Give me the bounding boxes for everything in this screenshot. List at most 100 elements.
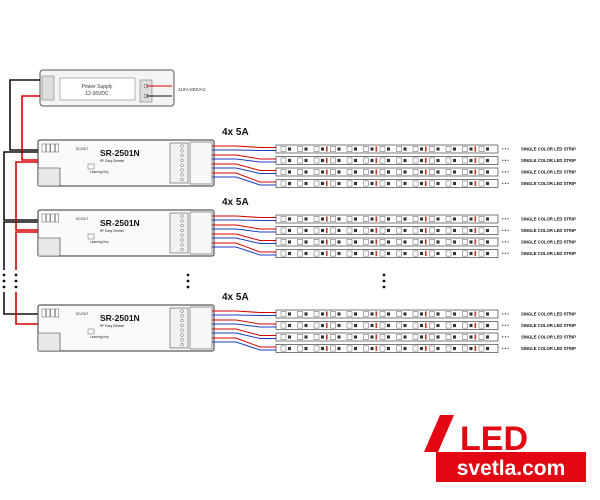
resistor xyxy=(420,251,423,256)
led-chip xyxy=(313,239,320,245)
led-chip xyxy=(412,216,419,222)
led-chip xyxy=(445,180,452,187)
led-chip xyxy=(396,311,402,317)
cut-mark xyxy=(425,157,427,164)
wire-positive xyxy=(212,215,276,218)
wire-negative xyxy=(212,176,276,186)
led-chip xyxy=(363,239,369,245)
led-chip xyxy=(478,146,485,152)
resistor xyxy=(420,158,423,163)
resistor xyxy=(420,323,423,328)
cut-mark xyxy=(474,311,477,317)
strip-label: SINGLE COLOR LED STRIP xyxy=(521,158,576,163)
led-chip xyxy=(330,180,336,187)
resistor xyxy=(453,217,456,221)
input-terminal xyxy=(46,308,51,318)
logo: LED svetla.com xyxy=(424,415,586,482)
resistor xyxy=(486,251,489,256)
resistor xyxy=(436,240,440,244)
led-chip xyxy=(297,334,303,340)
wire-negative xyxy=(212,149,276,151)
resistor xyxy=(304,312,308,316)
resistor xyxy=(337,181,341,186)
resistor xyxy=(370,181,374,186)
learning-key-button xyxy=(87,233,95,240)
controller-subtitle: RF Easy Dimmer xyxy=(100,229,125,233)
led-chip xyxy=(280,180,287,187)
cut-mark xyxy=(474,345,477,352)
resistor xyxy=(337,170,341,174)
led-chip xyxy=(330,322,336,329)
output-terminal xyxy=(180,243,184,247)
resistor xyxy=(436,217,440,221)
resistor xyxy=(354,147,357,151)
controller-model: SR-2501N xyxy=(100,313,140,323)
led-chip xyxy=(330,157,336,164)
resistor xyxy=(304,147,308,151)
output-terminal xyxy=(180,154,184,158)
output-terminal xyxy=(180,158,184,162)
resistor xyxy=(354,323,357,328)
resistor xyxy=(370,312,374,316)
resistor xyxy=(486,170,489,174)
output-connector xyxy=(189,306,213,350)
led-chip xyxy=(462,180,468,187)
led-chip xyxy=(346,322,353,329)
psu-label: Power Supply xyxy=(82,84,113,90)
resistor xyxy=(337,312,341,316)
cut-mark xyxy=(474,157,477,164)
led-chip xyxy=(363,345,369,352)
led-chip xyxy=(478,345,485,352)
resistor xyxy=(321,181,324,186)
led-chip xyxy=(330,345,336,352)
led-chip xyxy=(363,250,369,257)
input-terminal xyxy=(50,143,55,153)
resistor xyxy=(370,170,374,174)
strip-continuation-dots: • • • xyxy=(502,335,509,340)
led-chip xyxy=(462,334,468,340)
psu-voltage: 12-36VDC xyxy=(85,91,109,97)
led-chip xyxy=(429,311,435,317)
resistor xyxy=(337,335,341,339)
led-chip xyxy=(346,227,353,234)
output-terminal xyxy=(180,214,184,218)
strip-label: SINGLE COLOR LED STRIP xyxy=(521,181,576,186)
cut-mark xyxy=(375,345,378,352)
led-chip xyxy=(330,227,336,234)
resistor xyxy=(304,181,308,186)
resistor xyxy=(337,147,341,151)
led-chip xyxy=(445,322,452,329)
input-terminal xyxy=(46,143,51,153)
led-chip xyxy=(429,169,435,175)
learning-key-label: Learning Key xyxy=(90,240,109,244)
controller-end-cap xyxy=(37,167,61,187)
resistor xyxy=(387,240,390,244)
strip-label: SINGLE COLOR LED STRIP xyxy=(521,240,576,245)
led-chip xyxy=(462,146,468,152)
resistor xyxy=(354,335,357,339)
led-chip xyxy=(396,250,402,257)
resistor xyxy=(337,240,341,244)
resistor xyxy=(288,170,291,174)
led-chip xyxy=(313,334,320,340)
resistor xyxy=(354,217,357,221)
led-chip xyxy=(412,311,419,317)
resistor xyxy=(403,158,407,163)
resistor xyxy=(469,240,473,244)
led-chip xyxy=(379,169,386,175)
resistor xyxy=(354,346,357,351)
led-chip xyxy=(297,216,303,222)
led-chip xyxy=(330,250,336,257)
resistor xyxy=(370,228,374,233)
led-chip xyxy=(346,180,353,187)
led-chip xyxy=(396,334,402,340)
resistor xyxy=(486,158,489,163)
resistor xyxy=(304,335,308,339)
cut-mark xyxy=(425,334,427,340)
wire-negative xyxy=(212,332,276,339)
led-chip xyxy=(429,216,435,222)
led-chip xyxy=(445,146,452,152)
dc-in-label: DC/OUT xyxy=(76,217,88,221)
